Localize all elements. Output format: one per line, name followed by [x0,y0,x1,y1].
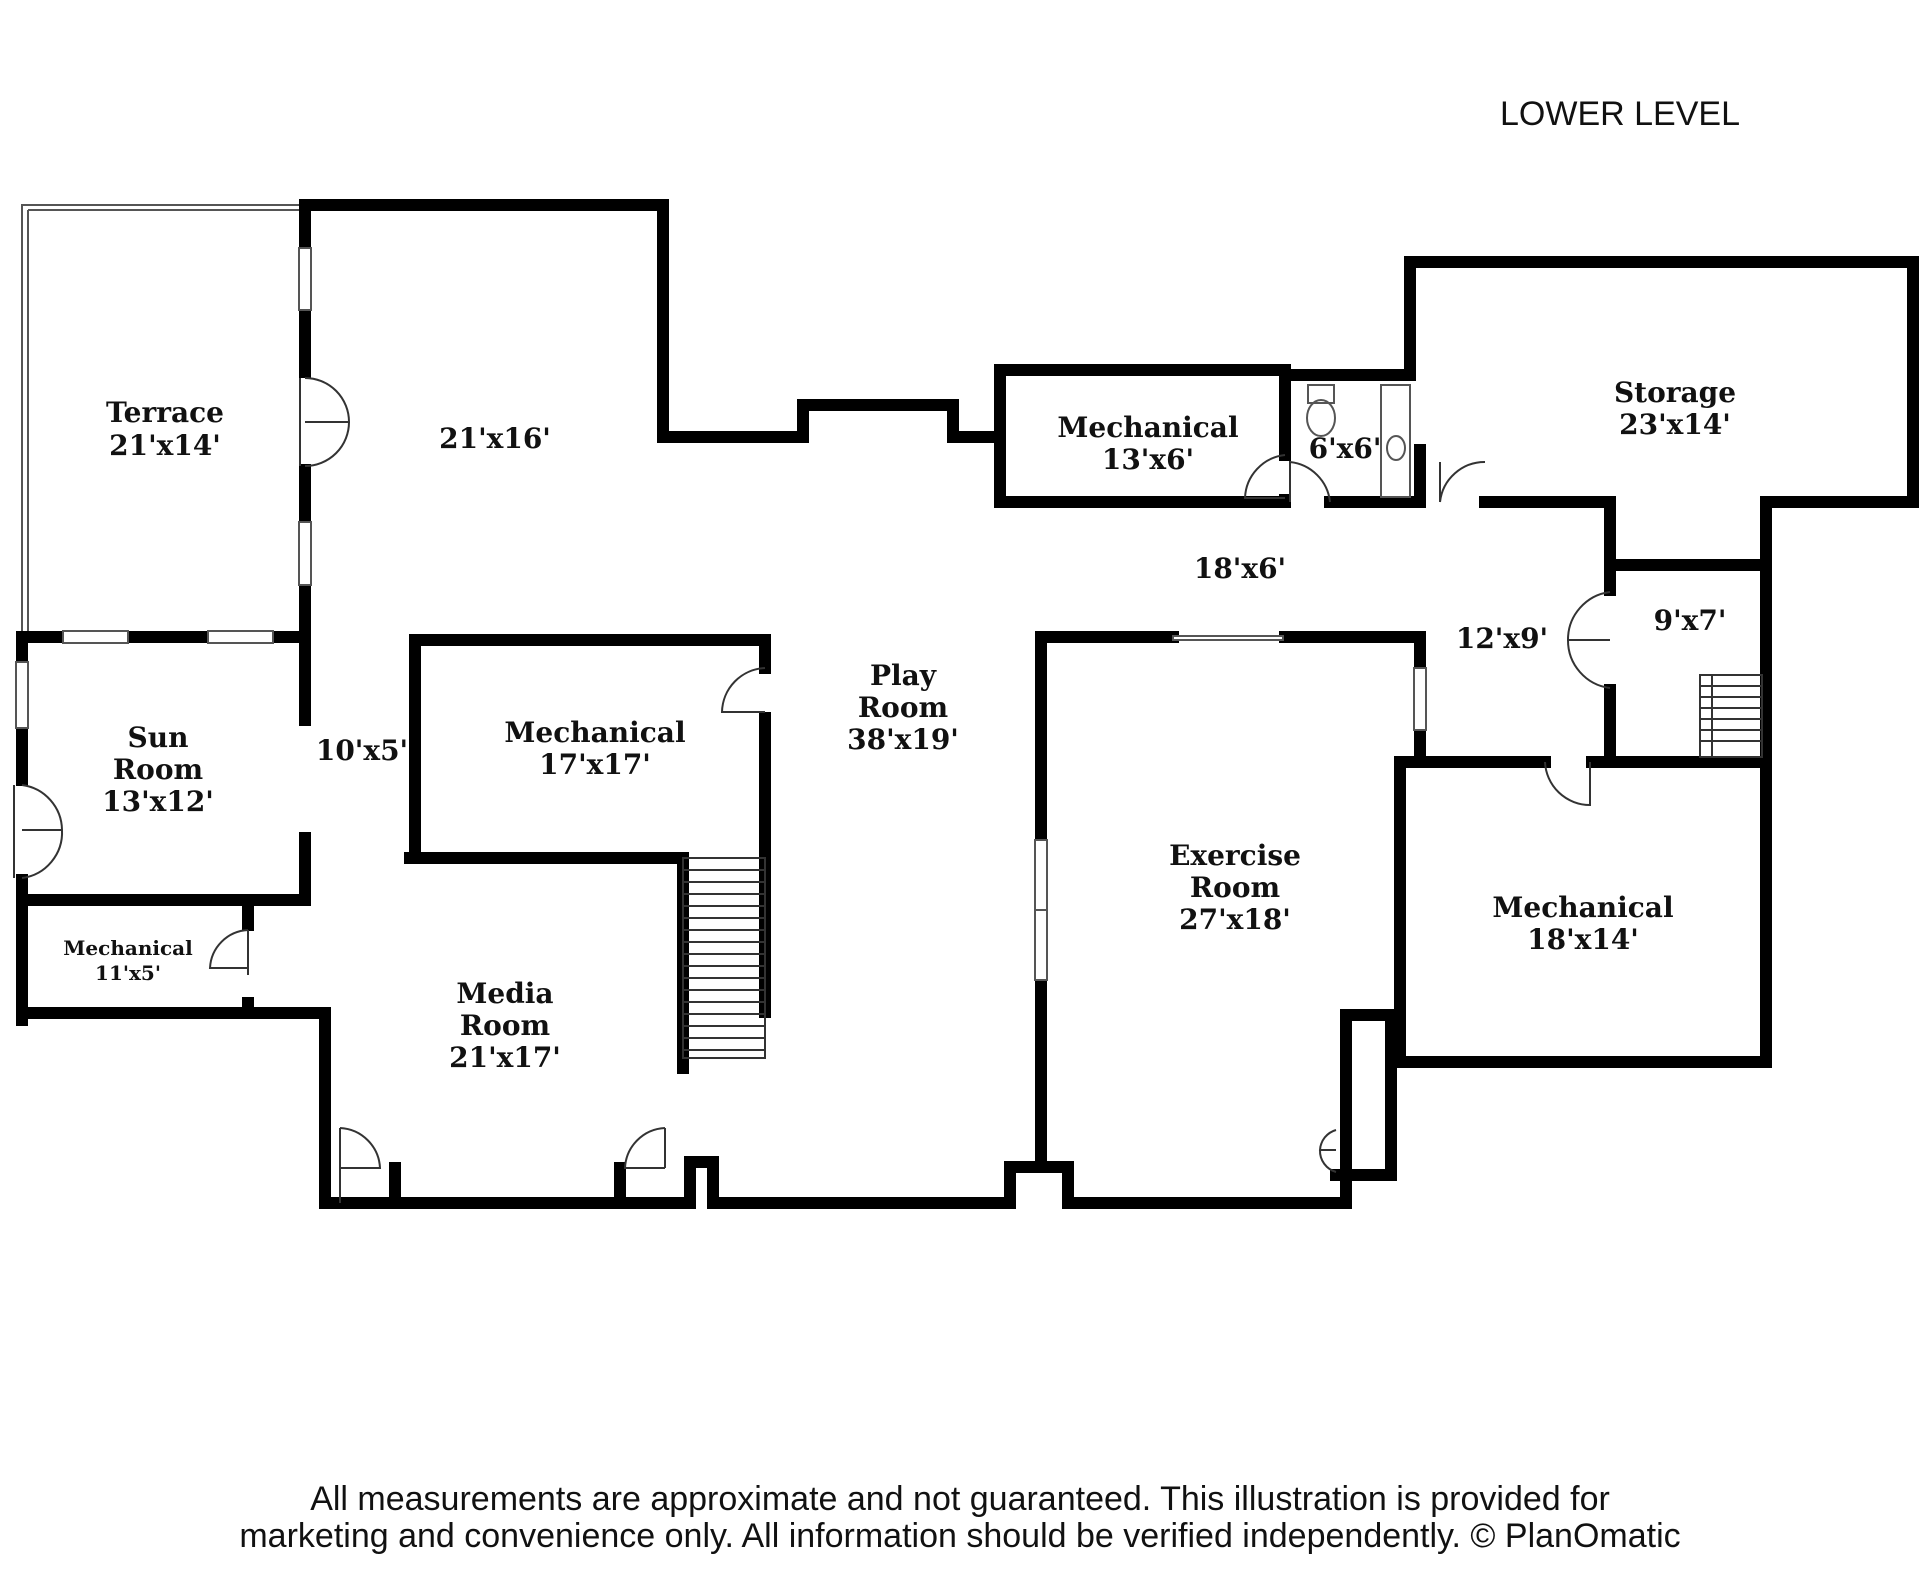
svg-text:17'x17': 17'x17' [539,748,651,781]
svg-text:Storage: Storage [1614,376,1736,409]
room-hall-18x6: 18'x6' [1194,552,1286,585]
svg-text:Sun: Sun [128,721,189,754]
svg-text:Room: Room [460,1009,550,1042]
room-mechanical-18x14: Mechanical 18'x14' [1492,891,1673,956]
svg-text:18'x14': 18'x14' [1527,923,1639,956]
terrace-outline [21,204,305,635]
room-exercise-room: Exercise Room 27'x18' [1169,839,1301,936]
svg-text:10'x5': 10'x5' [316,734,408,767]
svg-text:23'x14': 23'x14' [1619,408,1731,441]
room-sun-room: Sun Room 13'x12' [102,721,214,818]
svg-text:13'x6': 13'x6' [1102,443,1194,476]
svg-text:Mechanical: Mechanical [63,936,193,960]
svg-text:Terrace: Terrace [106,396,224,429]
bath-fixtures [1306,384,1411,498]
svg-text:Media: Media [456,977,553,1010]
room-media-room: Media Room 21'x17' [449,977,561,1074]
disclaimer: All measurements are approximate and not… [239,1480,1680,1555]
svg-text:Mechanical: Mechanical [504,716,685,749]
svg-text:Room: Room [858,691,948,724]
room-bath-6x6: 6'x6' [1309,432,1382,465]
stairs-closet [1699,674,1763,758]
svg-text:18'x6': 18'x6' [1194,552,1286,585]
svg-text:Play: Play [870,659,937,692]
svg-text:27'x18': 27'x18' [1179,903,1291,936]
room-hall-12x9: 12'x9' [1456,622,1548,655]
room-21x16: 21'x16' [439,422,551,455]
svg-text:Room: Room [113,753,203,786]
room-play-room: Play Room 38'x19' [847,659,959,756]
stairs-main [682,857,766,1059]
svg-text:38'x19': 38'x19' [847,723,959,756]
room-closet-9x7: 9'x7' [1654,604,1727,637]
doors [13,377,1611,1203]
svg-text:6'x6': 6'x6' [1309,432,1382,465]
svg-text:Room: Room [1190,871,1280,904]
room-storage: Storage 23'x14' [1614,376,1736,441]
svg-text:21'x16': 21'x16' [439,422,551,455]
room-mechanical-11x5: Mechanical 11'x5' [63,936,193,985]
room-mechanical-17x17: Mechanical 17'x17' [504,716,685,781]
disclaimer-line-2: marketing and convenience only. All info… [239,1517,1680,1555]
room-terrace: Terrace 21'x14' [106,396,224,462]
svg-text:12'x9': 12'x9' [1456,622,1548,655]
disclaimer-line-1: All measurements are approximate and not… [310,1480,1610,1518]
room-hall-10x5: 10'x5' [316,734,408,767]
svg-text:13'x12': 13'x12' [102,785,214,818]
svg-text:21'x14': 21'x14' [109,429,221,462]
svg-text:Mechanical: Mechanical [1057,411,1238,444]
svg-text:11'x5': 11'x5' [95,961,161,985]
svg-text:21'x17': 21'x17' [449,1041,561,1074]
svg-text:9'x7': 9'x7' [1654,604,1727,637]
svg-text:Mechanical: Mechanical [1492,891,1673,924]
level-title: LOWER LEVEL [1500,95,1740,133]
windows [15,247,1427,981]
room-mechanical-13x6: Mechanical 13'x6' [1057,411,1238,476]
svg-text:Exercise: Exercise [1169,839,1301,872]
walls [16,199,1919,1209]
